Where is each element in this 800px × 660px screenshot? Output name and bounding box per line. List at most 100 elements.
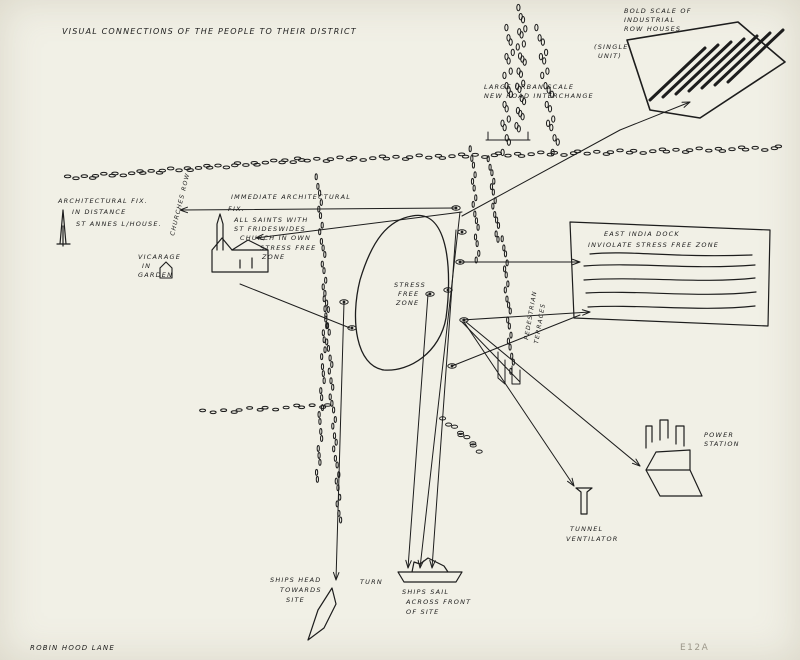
pebble: [500, 119, 505, 128]
pebble: [705, 148, 713, 153]
pebble: [658, 147, 667, 152]
pebble: [330, 361, 334, 369]
row-house-bar: [726, 28, 785, 84]
pebble: [508, 307, 512, 315]
pebble: [80, 174, 89, 179]
svg-text:ST FRIDESWIDES: ST FRIDESWIDES: [234, 225, 306, 233]
pebble: [378, 154, 387, 159]
pebble: [472, 184, 476, 192]
pebble: [751, 145, 759, 150]
pebble: [606, 150, 615, 155]
pebble: [334, 438, 338, 446]
row-house-bar: [648, 46, 707, 102]
pebble: [508, 67, 513, 75]
svg-text:ARCHITECTURAL FIX.: ARCHITECTURAL FIX.: [57, 197, 148, 205]
viewpoint-eye: [347, 325, 357, 331]
pebble: [506, 86, 511, 94]
pebble: [331, 383, 335, 391]
pebble: [166, 166, 175, 171]
pebble: [502, 123, 507, 132]
svg-text:UNIT): UNIT): [598, 52, 622, 60]
pebble: [520, 112, 525, 121]
pebble: [714, 146, 723, 151]
svg-text:IN DISTANCE: IN DISTANCE: [72, 208, 126, 216]
sight-line: [419, 211, 461, 569]
pebble: [500, 148, 505, 157]
pebble: [494, 151, 503, 156]
pebble: [527, 152, 535, 157]
pebble: [321, 329, 325, 337]
viewpoint-pupil: [450, 364, 454, 368]
pebble: [544, 100, 549, 109]
pebble: [324, 276, 328, 284]
power-station: [645, 419, 703, 497]
viewpoint-eye: [425, 291, 435, 297]
sight-line: [461, 311, 591, 321]
pebble: [175, 168, 183, 173]
pebble: [332, 445, 336, 453]
pebble: [506, 57, 511, 65]
pebble: [321, 370, 325, 378]
pebble: [649, 149, 657, 154]
pebble: [508, 38, 513, 46]
pebble: [506, 337, 511, 345]
row-house-bar: [700, 34, 759, 90]
vicarage-house: [159, 261, 173, 279]
pebble: [100, 171, 108, 176]
svg-text:ST ANNES L/HOUSE.: ST ANNES L/HOUSE.: [76, 220, 162, 228]
sight-arrowhead: [179, 206, 189, 214]
sight-arrowhead: [332, 571, 340, 581]
pebble: [281, 158, 289, 163]
pebble: [481, 155, 489, 159]
pebble: [521, 97, 527, 106]
pebble: [516, 3, 521, 12]
pebble: [496, 235, 500, 243]
sight-line: [239, 283, 351, 329]
pebble: [318, 458, 322, 466]
svg-text:VICARAGE: VICARAGE: [138, 253, 181, 261]
pebble: [333, 416, 337, 424]
pebble: [199, 408, 207, 413]
pebble: [326, 306, 330, 314]
pebble: [334, 477, 338, 485]
viewpoint-eye: [455, 259, 465, 265]
row-houses-block: [626, 21, 786, 119]
pebble: [522, 58, 527, 66]
pebble: [473, 210, 477, 218]
svg-text:STRESS FREE: STRESS FREE: [260, 244, 316, 252]
pebble: [502, 100, 507, 109]
pebble: [508, 343, 512, 351]
pebble: [471, 161, 476, 169]
pebble: [685, 148, 694, 153]
pebble: [230, 410, 238, 414]
pebble: [510, 352, 514, 360]
pebble: [322, 336, 326, 344]
pebble: [333, 454, 337, 462]
pebble: [335, 461, 339, 469]
pebble: [293, 403, 301, 408]
pebble: [593, 149, 601, 154]
sight-arrowhead: [405, 559, 412, 569]
viewpoint-pupil: [350, 326, 354, 330]
pebble: [246, 406, 254, 410]
pebble: [468, 145, 472, 153]
pebble: [583, 151, 591, 156]
pebble: [242, 163, 250, 167]
pebble: [504, 105, 509, 113]
pebble: [319, 237, 323, 245]
pebble: [616, 148, 624, 153]
svg-text:FREE: FREE: [398, 290, 419, 298]
pebble: [147, 168, 155, 173]
pebble: [339, 516, 343, 524]
pebble: [540, 38, 545, 46]
pebble: [737, 145, 746, 150]
pebble: [320, 353, 324, 361]
viewpoint-pupil: [446, 288, 450, 292]
svg-text:ZONE: ZONE: [261, 253, 285, 261]
pebble: [328, 354, 332, 362]
viewpoint-pupil: [342, 300, 346, 304]
pebble: [517, 85, 522, 94]
pebble: [470, 154, 474, 162]
vicarage-label: VICARAGE IN GARDEN: [138, 253, 181, 279]
church-zone-label: CHURCH IN OWN STRESS FREE ZONE: [240, 234, 316, 261]
